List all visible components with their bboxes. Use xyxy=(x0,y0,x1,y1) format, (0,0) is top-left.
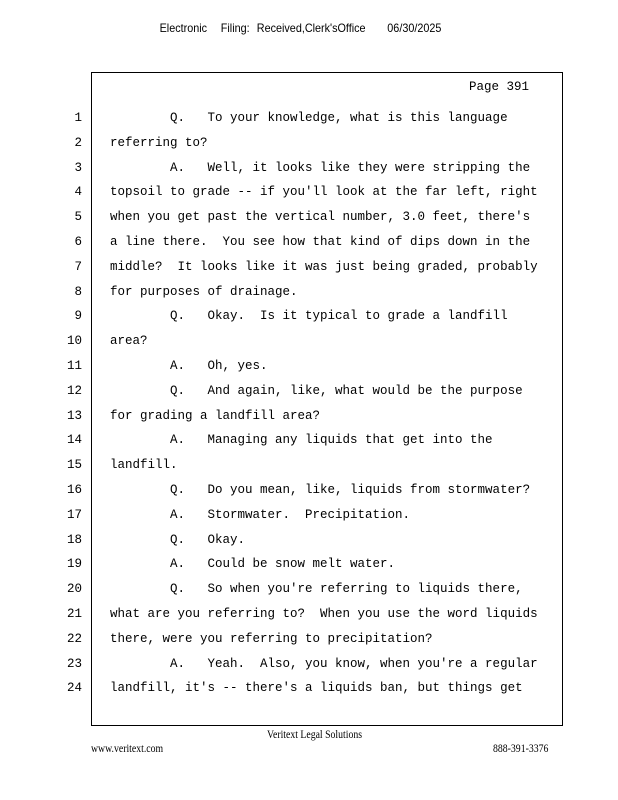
line-text: landfill. xyxy=(110,458,178,473)
line-number: 6 xyxy=(74,235,82,249)
line-number: 10 xyxy=(66,334,82,349)
stamp-electronic: Electronic xyxy=(159,21,208,35)
line-text: landfill, it's -- there's a liquids ban,… xyxy=(110,681,523,696)
line-number: 22 xyxy=(66,631,82,646)
line-text: what are you referring to? When you use … xyxy=(110,607,538,621)
line-text: A. Could be snow melt water. xyxy=(110,557,396,572)
stamp-received: Received,Clerk'sOffice xyxy=(256,21,366,35)
line-number: 24 xyxy=(66,681,82,696)
line-text: Q. And again, like, what would be the pu… xyxy=(110,383,523,398)
line-number: 5 xyxy=(74,210,82,225)
line-text: there, were you referring to precipitati… xyxy=(110,631,433,646)
line-number: 16 xyxy=(66,483,82,497)
page-number: Page 391 xyxy=(469,80,530,94)
line-number: 17 xyxy=(66,507,82,522)
line-text: Q. Okay. xyxy=(110,532,246,547)
line-number: 2 xyxy=(74,135,82,150)
stamp-date: 06/30/2025 xyxy=(387,21,442,35)
line-text: referring to? xyxy=(110,135,208,150)
line-number: 3 xyxy=(74,160,82,175)
line-text: A. Oh, yes. xyxy=(110,359,268,373)
line-number: 19 xyxy=(66,557,82,572)
line-number: 7 xyxy=(74,259,82,274)
line-text: Q. Do you mean, like, liquids from storm… xyxy=(110,483,531,497)
line-text: for purposes of drainage. xyxy=(110,284,298,299)
line-number: 18 xyxy=(66,532,82,547)
line-number: 13 xyxy=(66,408,82,423)
line-text: a line there. You see how that kind of d… xyxy=(110,235,531,249)
stamp-filing: Filing: xyxy=(220,21,250,35)
line-text: when you get past the vertical number, 3… xyxy=(110,210,531,225)
line-text: A. Managing any liquids that get into th… xyxy=(110,433,493,448)
line-text: A. Well, it looks like they were strippi… xyxy=(110,160,531,175)
line-number: 15 xyxy=(66,458,82,473)
line-text: for grading a landfill area? xyxy=(110,408,321,423)
footer-website: www.veritext.com xyxy=(91,743,164,755)
line-number: 12 xyxy=(66,383,82,398)
line-number: 8 xyxy=(74,284,82,299)
line-text: Q. To your knowledge, what is this langu… xyxy=(110,111,508,125)
line-number: 14 xyxy=(66,433,82,448)
line-number: 4 xyxy=(74,185,82,200)
line-text: Q. So when you're referring to liquids t… xyxy=(110,582,523,597)
line-number: 1 xyxy=(74,111,82,125)
line-number: 11 xyxy=(66,359,82,373)
line-text: A. Yeah. Also, you know, when you're a r… xyxy=(110,656,538,671)
line-text: area? xyxy=(110,334,148,349)
line-number: 23 xyxy=(66,656,82,671)
line-text: middle? It looks like it was just being … xyxy=(110,259,538,274)
line-text: Q. Okay. Is it typical to grade a landfi… xyxy=(110,309,508,324)
line-number: 20 xyxy=(66,582,82,597)
footer-phone: 888-391-3376 xyxy=(493,743,549,755)
line-text: A. Stormwater. Precipitation. xyxy=(110,507,411,522)
footer-company: Veritext Legal Solutions xyxy=(267,729,363,741)
line-text: topsoil to grade -- if you'll look at th… xyxy=(110,185,538,200)
transcript-frame xyxy=(91,72,563,726)
line-number: 9 xyxy=(74,309,82,324)
line-number: 21 xyxy=(66,607,82,621)
